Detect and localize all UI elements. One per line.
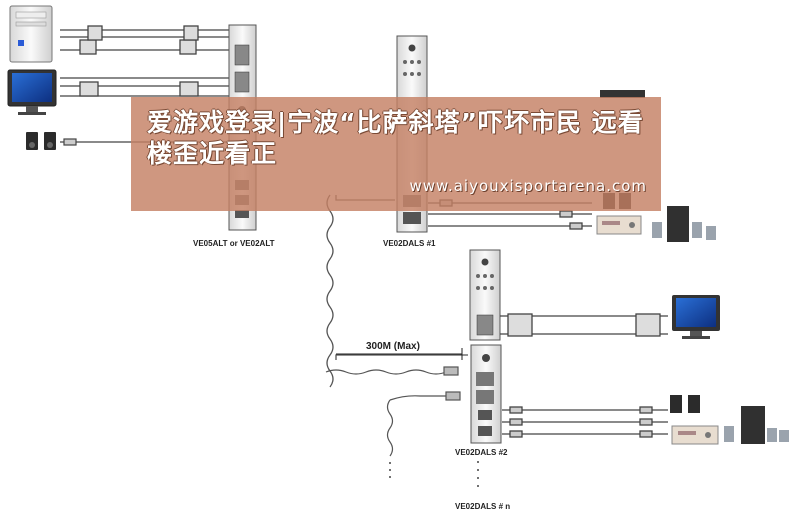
- receiver-2-lower-module: [470, 344, 502, 444]
- pc-tower-icon: [9, 5, 53, 63]
- vga-cable-pc: [60, 25, 230, 55]
- overlay-headline: 爱游戏登录|宁波“比萨斜塔”吓坏市民 远看楼歪近看正: [147, 108, 644, 168]
- rxn-label: VE02DALS # n: [455, 502, 510, 511]
- monitor-2-icon: [672, 295, 720, 339]
- distance-label: 300M (Max): [366, 341, 420, 352]
- rx2-audio-cables: [502, 406, 668, 438]
- speakers-icon: [26, 132, 56, 150]
- rx2-label: VE02DALS #2: [455, 448, 508, 457]
- cat5-cable-chain: [325, 366, 461, 457]
- rx1-label: VE02DALS #1: [383, 239, 436, 248]
- amplifier-2-icon: [671, 425, 719, 445]
- monitor-1-icon: [600, 90, 645, 98]
- monitor-icon: [7, 69, 57, 115]
- speaker-system-2-icon: [724, 406, 789, 444]
- distance-marker: [336, 348, 463, 360]
- rx2-vga-cable: [500, 313, 668, 337]
- receiver-2-upper-module: [469, 249, 501, 341]
- overlay-banner: 爱游戏登录|宁波“比萨斜塔”吓坏市民 远看楼歪近看正 www.aiyouxisp…: [131, 97, 661, 211]
- speakers-2-icon: [670, 395, 700, 413]
- overlay-url: www.aiyouxisportarena.com: [409, 177, 647, 195]
- vga-cable-monitor: [60, 77, 230, 97]
- amplifier-1-icon: [596, 215, 642, 235]
- continuation-dots: [389, 461, 479, 487]
- tx-label: VE05ALT or VE02ALT: [193, 239, 275, 248]
